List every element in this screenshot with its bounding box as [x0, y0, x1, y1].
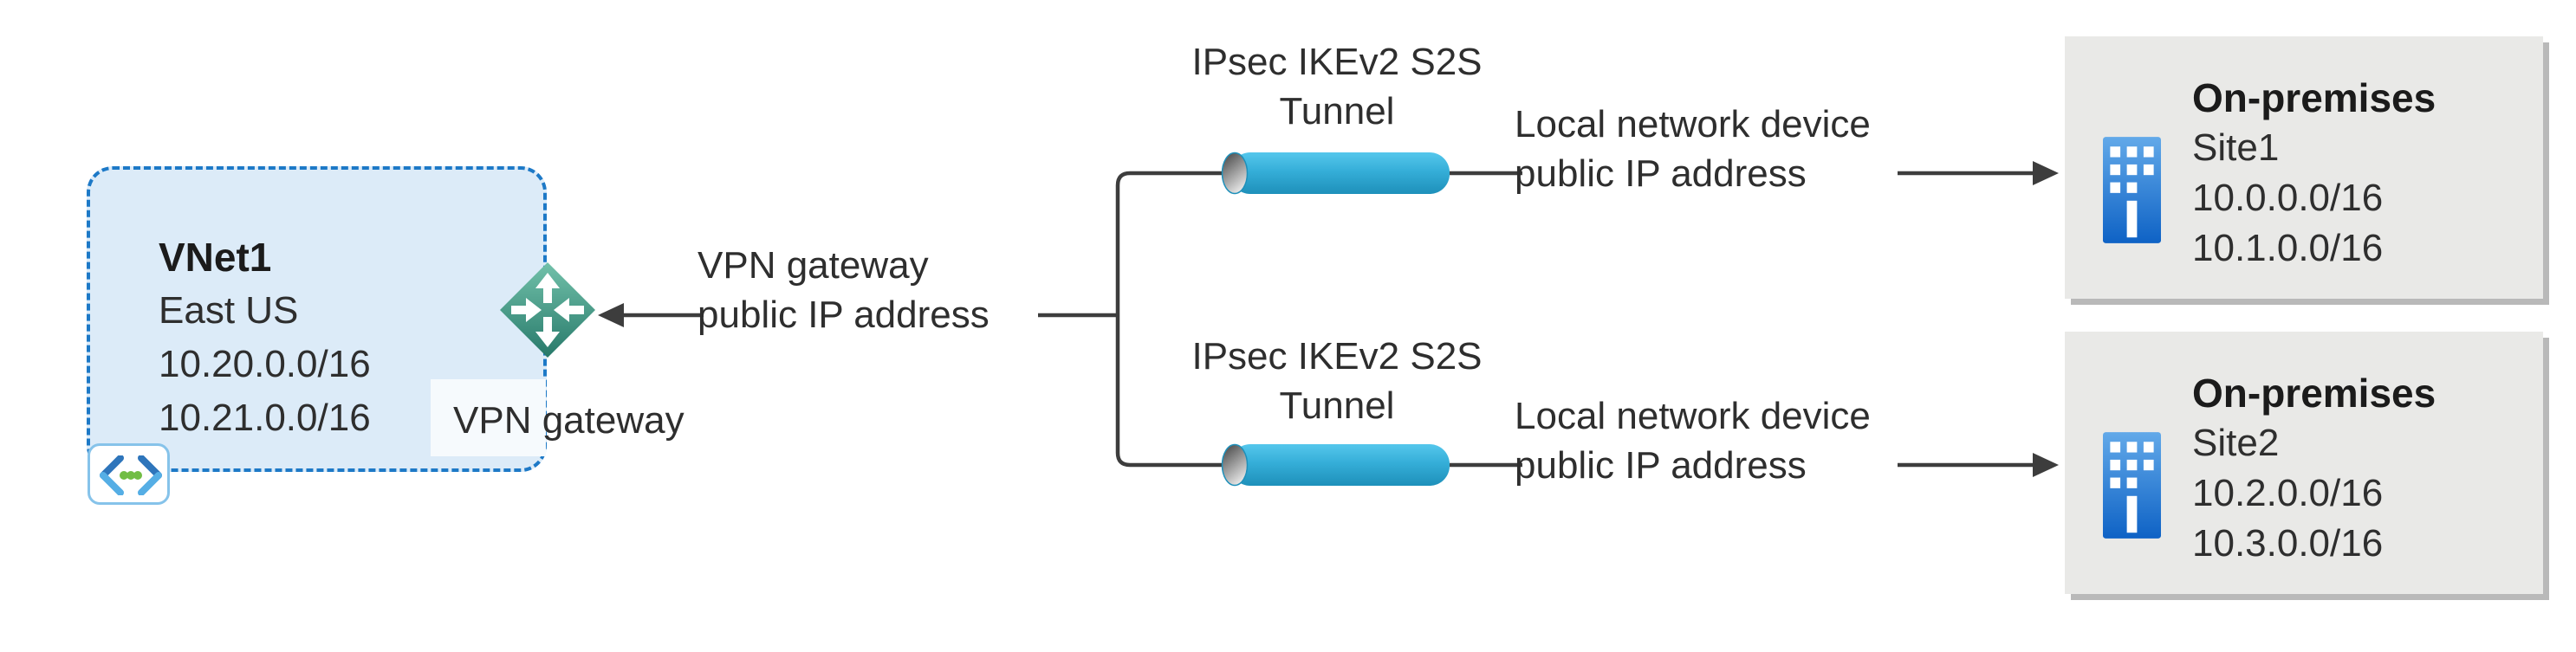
tunnel2-label-line1: IPsec IKEv2 S2S [1191, 335, 1483, 378]
building-door [2126, 495, 2138, 533]
arrow-right-icon [2033, 453, 2059, 477]
site1-box: On-premises Site1 10.0.0.0/16 10.1.0.0/1… [2065, 36, 2543, 299]
site1-prefix-2: 10.1.0.0/16 [2192, 227, 2384, 269]
site2-title: On-premises [2192, 371, 2436, 416]
vnet-address-prefix-2: 10.21.0.0/16 [159, 397, 371, 439]
vpn-gateway-label: VPN gateway [453, 399, 685, 442]
vnet-name: VNet1 [159, 235, 272, 280]
site2-info: On-premises Site2 10.2.0.0/16 10.3.0.0/1… [2192, 368, 2436, 569]
tunnel1-label: IPsec IKEv2 S2S Tunnel [1174, 37, 1500, 136]
site2-prefix-1: 10.2.0.0/16 [2192, 472, 2384, 514]
tunnel2-label-line2: Tunnel [1279, 384, 1395, 427]
virtual-network-icon-glyph [100, 455, 162, 495]
site1-device-callout-line1: Local network device [1515, 103, 1871, 145]
building-icon [2103, 137, 2161, 243]
site2-box: On-premises Site2 10.2.0.0/16 10.3.0.0/1… [2065, 332, 2543, 594]
gateway-public-ip-callout: VPN gateway public IP address [698, 241, 990, 339]
site2-device-callout-line2: public IP address [1515, 444, 1807, 487]
chevron-right-lower [138, 472, 162, 495]
building-door [2126, 200, 2138, 238]
building-icon [2103, 432, 2161, 539]
arrow-right-icon [2033, 161, 2059, 185]
vnet-info: VNet1 East US 10.20.0.0/16 10.21.0.0/16 [159, 230, 371, 445]
tunnel2-label: IPsec IKEv2 S2S Tunnel [1174, 332, 1500, 430]
virtual-network-icon [88, 443, 170, 505]
site2-name: Site2 [2192, 422, 2280, 464]
site1-name: Site1 [2192, 126, 2280, 169]
dot-icon [120, 471, 128, 480]
tunnel1-pipe-icon [1221, 152, 1450, 195]
arrow-inward-left-icon [554, 298, 584, 322]
dot-icon [133, 471, 142, 480]
site1-info: On-premises Site1 10.0.0.0/16 10.1.0.0/1… [2192, 73, 2436, 274]
site1-title: On-premises [2192, 75, 2436, 120]
gateway-callout-line2: public IP address [698, 294, 990, 336]
vnet-region: East US [159, 289, 299, 332]
tunnel2-pipe-icon [1221, 443, 1450, 487]
site1-prefix-1: 10.0.0.0/16 [2192, 177, 2384, 219]
site1-device-callout-line2: public IP address [1515, 152, 1807, 195]
chevron-left-upper [100, 455, 124, 479]
vnet-address-prefix-1: 10.20.0.0/16 [159, 343, 371, 385]
chevron-left-lower [100, 472, 124, 495]
chevron-right-upper [138, 455, 162, 479]
tunnel1-label-line1: IPsec IKEv2 S2S [1191, 41, 1483, 83]
gateway-callout-line1: VPN gateway [698, 244, 929, 287]
arrow-left-icon [598, 303, 624, 327]
site2-device-callout: Local network device public IP address [1515, 391, 1871, 490]
dot-icon [127, 471, 135, 480]
site2-prefix-2: 10.3.0.0/16 [2192, 522, 2384, 565]
tunnel1-label-line2: Tunnel [1279, 90, 1395, 132]
site1-device-callout: Local network device public IP address [1515, 100, 1871, 198]
vpn-gateway-label-background [431, 379, 546, 456]
site2-device-callout-line1: Local network device [1515, 395, 1871, 437]
